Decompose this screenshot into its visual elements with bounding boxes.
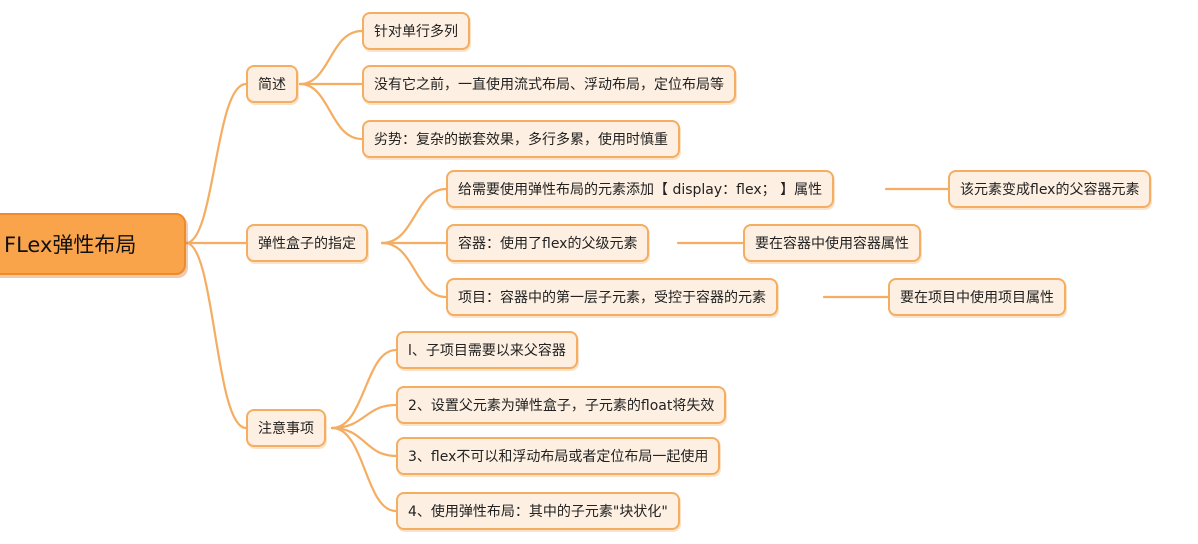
spec-item-2[interactable]: 容器：使用了flex的父级元素 [446,224,650,262]
spec-item-3[interactable]: 项目：容器中的第一层子元素，受控于容器的元素 [446,278,778,316]
spec-item-3-detail[interactable]: 要在项目中使用项目属性 [888,278,1066,316]
spec-item-1-detail[interactable]: 该元素变成flex的父容器元素 [948,170,1152,208]
notes-item-2[interactable]: 2、设置父元素为弹性盒子，子元素的float将失效 [396,386,727,424]
branch-overview[interactable]: 简述 [246,65,298,103]
root-node[interactable]: FLex弹性布局 [0,213,186,275]
spec-item-1[interactable]: 给需要使用弹性布局的元素添加【 display：flex； 】属性 [446,170,835,208]
notes-item-3[interactable]: 3、flex不可以和浮动布局或者定位布局一起使用 [396,437,721,475]
spec-item-2-detail[interactable]: 要在容器中使用容器属性 [743,224,921,262]
branch-notes[interactable]: 注意事项 [246,409,326,447]
branch-flexbox-spec[interactable]: 弹性盒子的指定 [246,224,368,262]
notes-item-1[interactable]: l、子项目需要以来父容器 [396,331,578,369]
overview-item-1[interactable]: 针对单行多列 [362,12,470,50]
notes-item-4[interactable]: 4、使用弹性布局：其中的子元素"块状化" [396,492,680,530]
overview-item-2[interactable]: 没有它之前，一直使用流式布局、浮动布局，定位布局等 [362,65,736,103]
overview-item-3[interactable]: 劣势：复杂的嵌套效果，多行多累，使用时慎重 [362,120,680,158]
